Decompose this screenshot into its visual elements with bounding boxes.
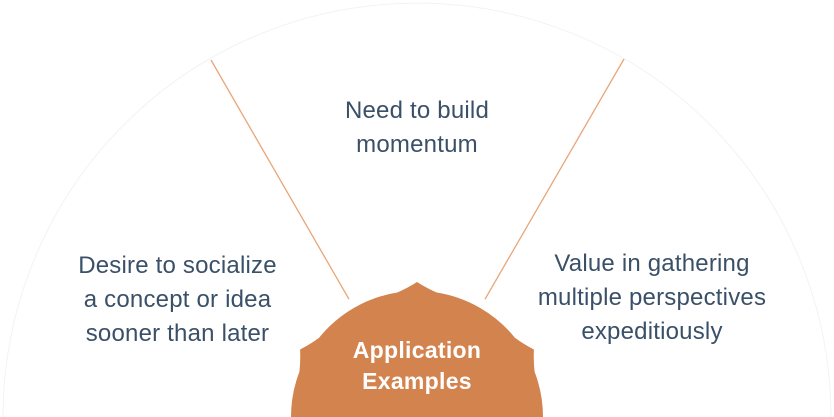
sector-label-right-line1: Value in gathering xyxy=(554,250,750,277)
sector-label-top: Need to build momentum xyxy=(287,94,547,162)
sector-label-right-line3: expeditiously xyxy=(581,318,723,345)
sector-label-right-line2: multiple perspectives xyxy=(537,284,767,311)
hub-label: Application Examples xyxy=(317,335,517,397)
sector-label-left-line2: a concept or idea xyxy=(83,286,272,313)
sector-label-right: Value in gathering multiple perspectives… xyxy=(518,247,786,349)
sector-divider-line-left xyxy=(210,59,350,300)
hub-label-line1: Application xyxy=(352,337,482,363)
semicircle-background xyxy=(3,3,831,417)
sector-label-left-line1: Desire to socialize xyxy=(78,252,277,279)
sector-label-top-line1: Need to build xyxy=(344,97,490,124)
sector-label-top-line2: momentum xyxy=(356,131,478,158)
sector-label-left: Desire to socialize a concept or idea so… xyxy=(55,249,300,351)
sector-label-left-line3: sooner than later xyxy=(85,320,270,347)
hub-label-line2: Examples xyxy=(362,368,472,394)
hub-shape xyxy=(291,282,543,417)
sector-divider-line-right xyxy=(484,58,625,300)
